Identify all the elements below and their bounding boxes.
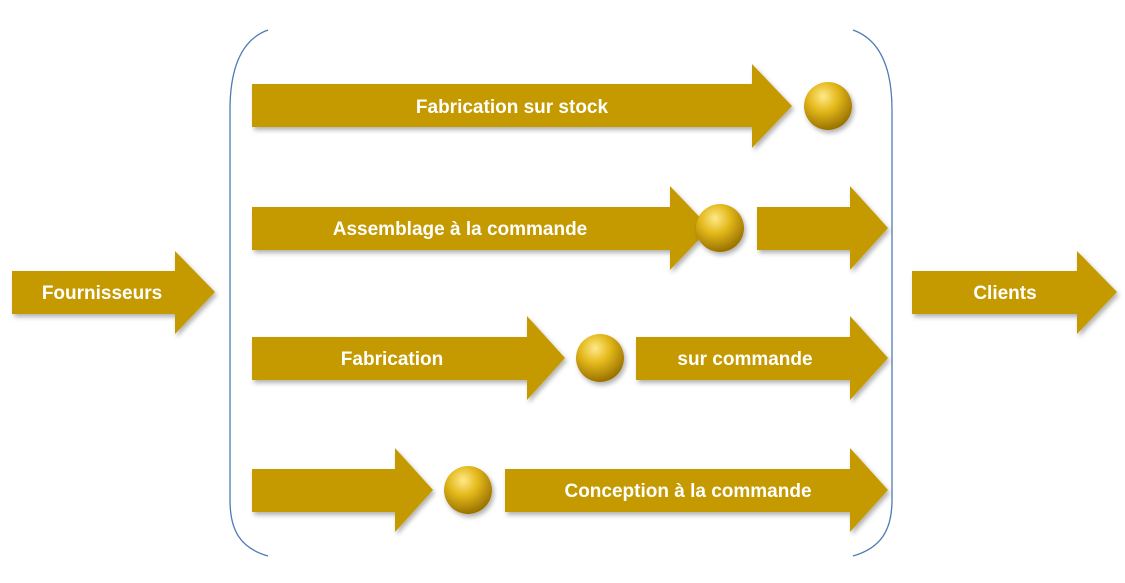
decoupling-point-icon xyxy=(444,466,492,514)
decoupling-point-icon xyxy=(804,82,852,130)
strategy-label: Assemblage à la commande xyxy=(333,219,588,240)
clients-arrow: Clients xyxy=(912,251,1117,334)
strategy-row-engineer-to-order: Conception à la commande xyxy=(252,448,888,532)
strategy-row-make-to-stock: Fabrication sur stock xyxy=(252,64,852,148)
right-bracket xyxy=(852,29,893,557)
decoupling-point-icon xyxy=(696,204,744,252)
strategy-label: Fabrication sur stock xyxy=(416,97,609,118)
fournisseurs-arrow: Fournisseurs xyxy=(12,251,215,334)
strategy-label-after: Conception à la commande xyxy=(564,481,811,502)
strategy-label-after: sur commande xyxy=(677,349,812,370)
strategy-row-make-to-order: Fabrication sur commande xyxy=(252,316,888,400)
fournisseurs-label: Fournisseurs xyxy=(42,283,162,304)
decoupling-point-icon xyxy=(576,334,624,382)
left-bracket xyxy=(229,29,269,557)
strategy-row-assemble-to-order: Assemblage à la commande xyxy=(252,186,888,270)
clients-label: Clients xyxy=(973,283,1036,304)
strategy-label: Fabrication xyxy=(341,349,443,370)
